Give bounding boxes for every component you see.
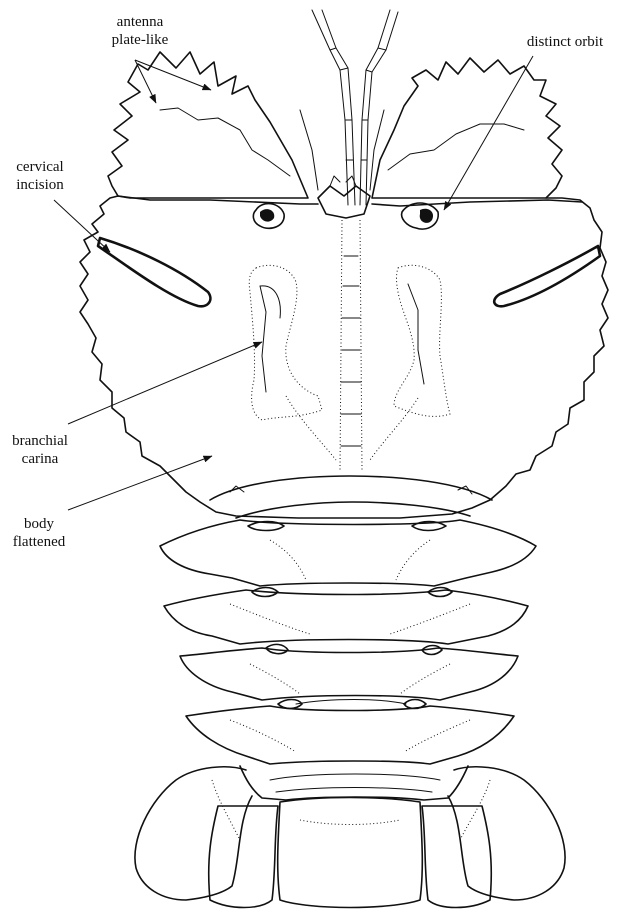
branchial-carinae xyxy=(249,265,450,460)
carapace xyxy=(80,196,608,518)
median-ridge xyxy=(340,220,362,470)
orbit-label-text: distinct orbit xyxy=(500,33,630,51)
body-label: body flattened xyxy=(0,515,78,551)
antenna-label-line-2: plate-like xyxy=(60,31,220,49)
antenna-label: antenna plate-like xyxy=(60,13,220,49)
cervical-label-line-1: cervical xyxy=(0,158,80,176)
cephalic-plates xyxy=(318,176,370,218)
cervical-label-line-2: incision xyxy=(0,176,80,194)
right-antenna-plate xyxy=(370,58,562,198)
abdominal-segments xyxy=(160,520,536,764)
antenna-label-line-1: antenna xyxy=(60,13,220,31)
orbits xyxy=(253,203,438,229)
posterior-margin xyxy=(210,476,492,518)
left-antenna-plate xyxy=(108,52,318,198)
branchial-label-line-2: carina xyxy=(0,450,80,468)
antenna-pointer-2 xyxy=(135,60,156,103)
orbit-label: distinct orbit xyxy=(500,33,630,51)
body-label-line-1: body xyxy=(0,515,78,533)
branchial-label: branchial carina xyxy=(0,432,80,468)
body-pointer xyxy=(68,456,212,510)
tail-fan xyxy=(135,766,565,908)
pointer-lines xyxy=(54,56,533,510)
branchial-label-line-1: branchial xyxy=(0,432,80,450)
antennules xyxy=(312,10,398,205)
cervical-label: cervical incision xyxy=(0,158,80,194)
branchial-pointer xyxy=(68,342,262,424)
body-label-line-2: flattened xyxy=(0,533,78,551)
